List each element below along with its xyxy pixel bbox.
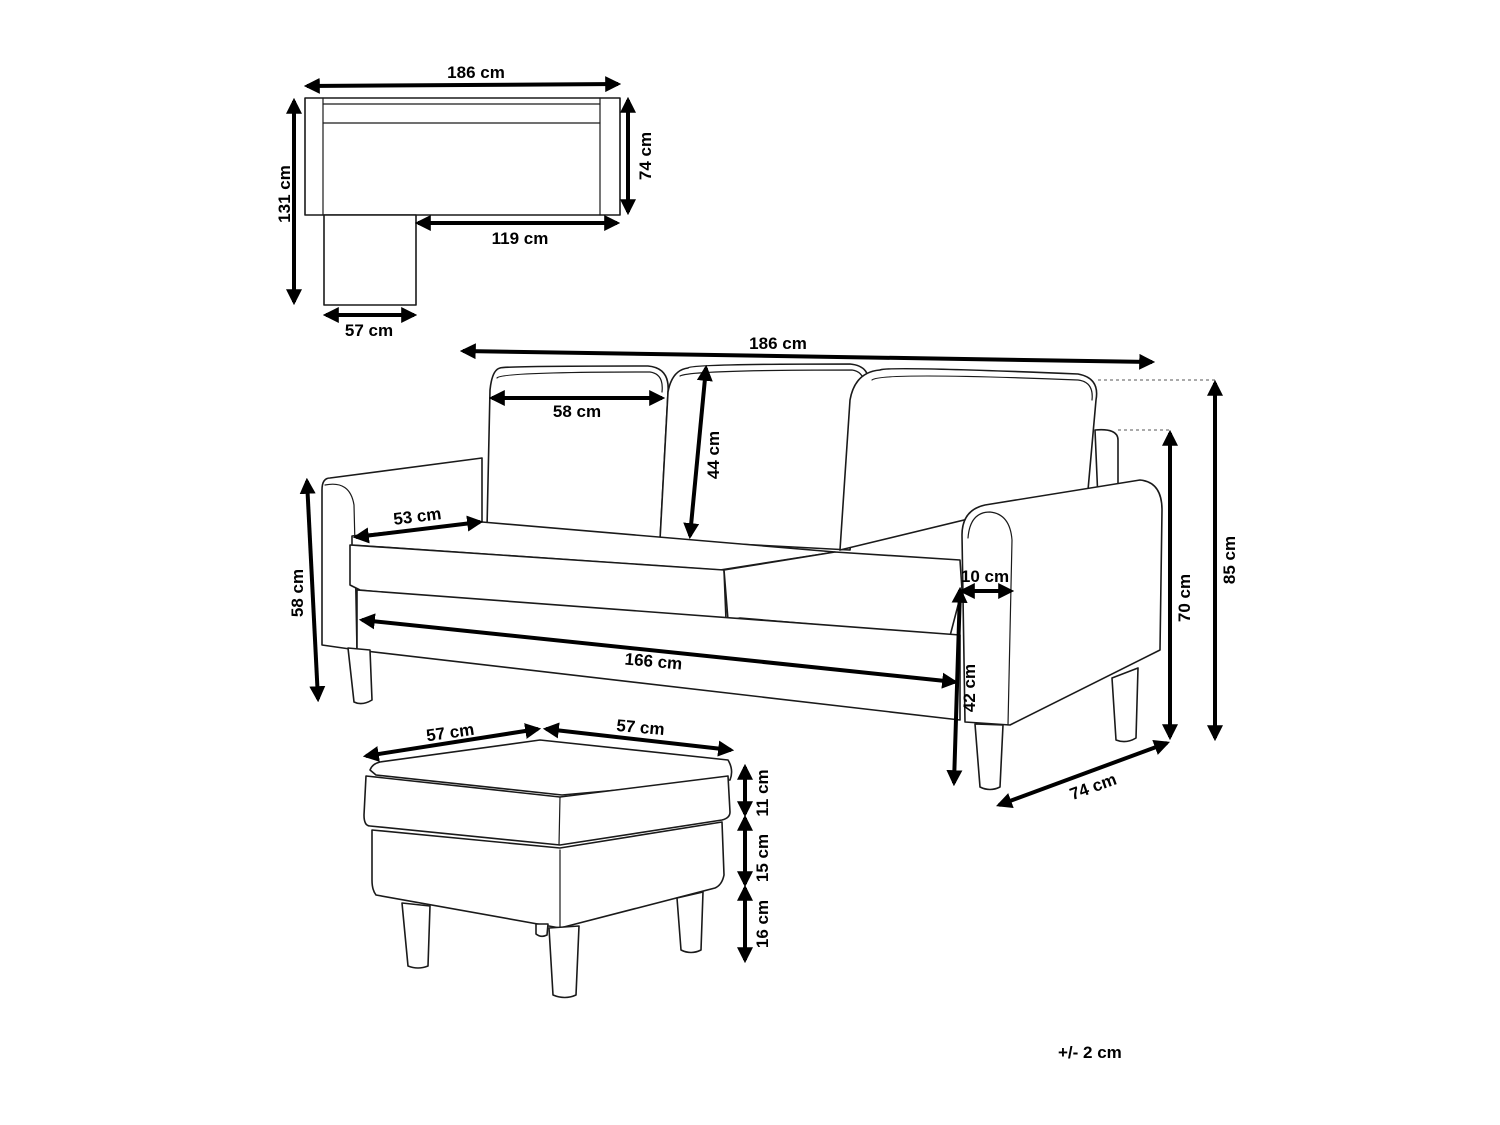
- ottoman-perspective: [362, 722, 753, 999]
- label-sofa-depth: 74 cm: [1067, 770, 1119, 804]
- label-top-open-side: 119 cm: [492, 229, 549, 248]
- label-seat-width: 166 cm: [624, 650, 683, 674]
- label-ottoman-base-height: 15 cm: [753, 834, 772, 882]
- sofa-perspective: [299, 343, 1223, 809]
- label-armrest-height: 58 cm: [288, 569, 307, 617]
- label-armrest-width: 10 cm: [961, 567, 1009, 586]
- label-seat-height: 42 cm: [960, 664, 979, 712]
- label-back-cushion-width: 58 cm: [553, 402, 601, 421]
- label-ottoman-cushion-height: 11 cm: [753, 769, 772, 816]
- label-back-cushion-height: 44 cm: [704, 431, 723, 479]
- label-top-overall-width: 186 cm: [447, 63, 505, 82]
- label-ottoman-leg-height: 16 cm: [753, 900, 772, 948]
- label-sofa-overall-width: 186 cm: [749, 334, 807, 353]
- tolerance-note: +/- 2 cm: [1058, 1043, 1122, 1062]
- top-view-plan: [286, 76, 636, 323]
- label-overall-height: 85 cm: [1220, 536, 1239, 584]
- label-ottoman-depth: 57 cm: [616, 716, 666, 739]
- label-arm-total-height: 70 cm: [1175, 574, 1194, 622]
- label-top-sofa-depth: 74 cm: [636, 132, 655, 180]
- label-top-overall-depth: 131 cm: [275, 165, 294, 223]
- label-top-chaise-width: 57 cm: [345, 321, 393, 340]
